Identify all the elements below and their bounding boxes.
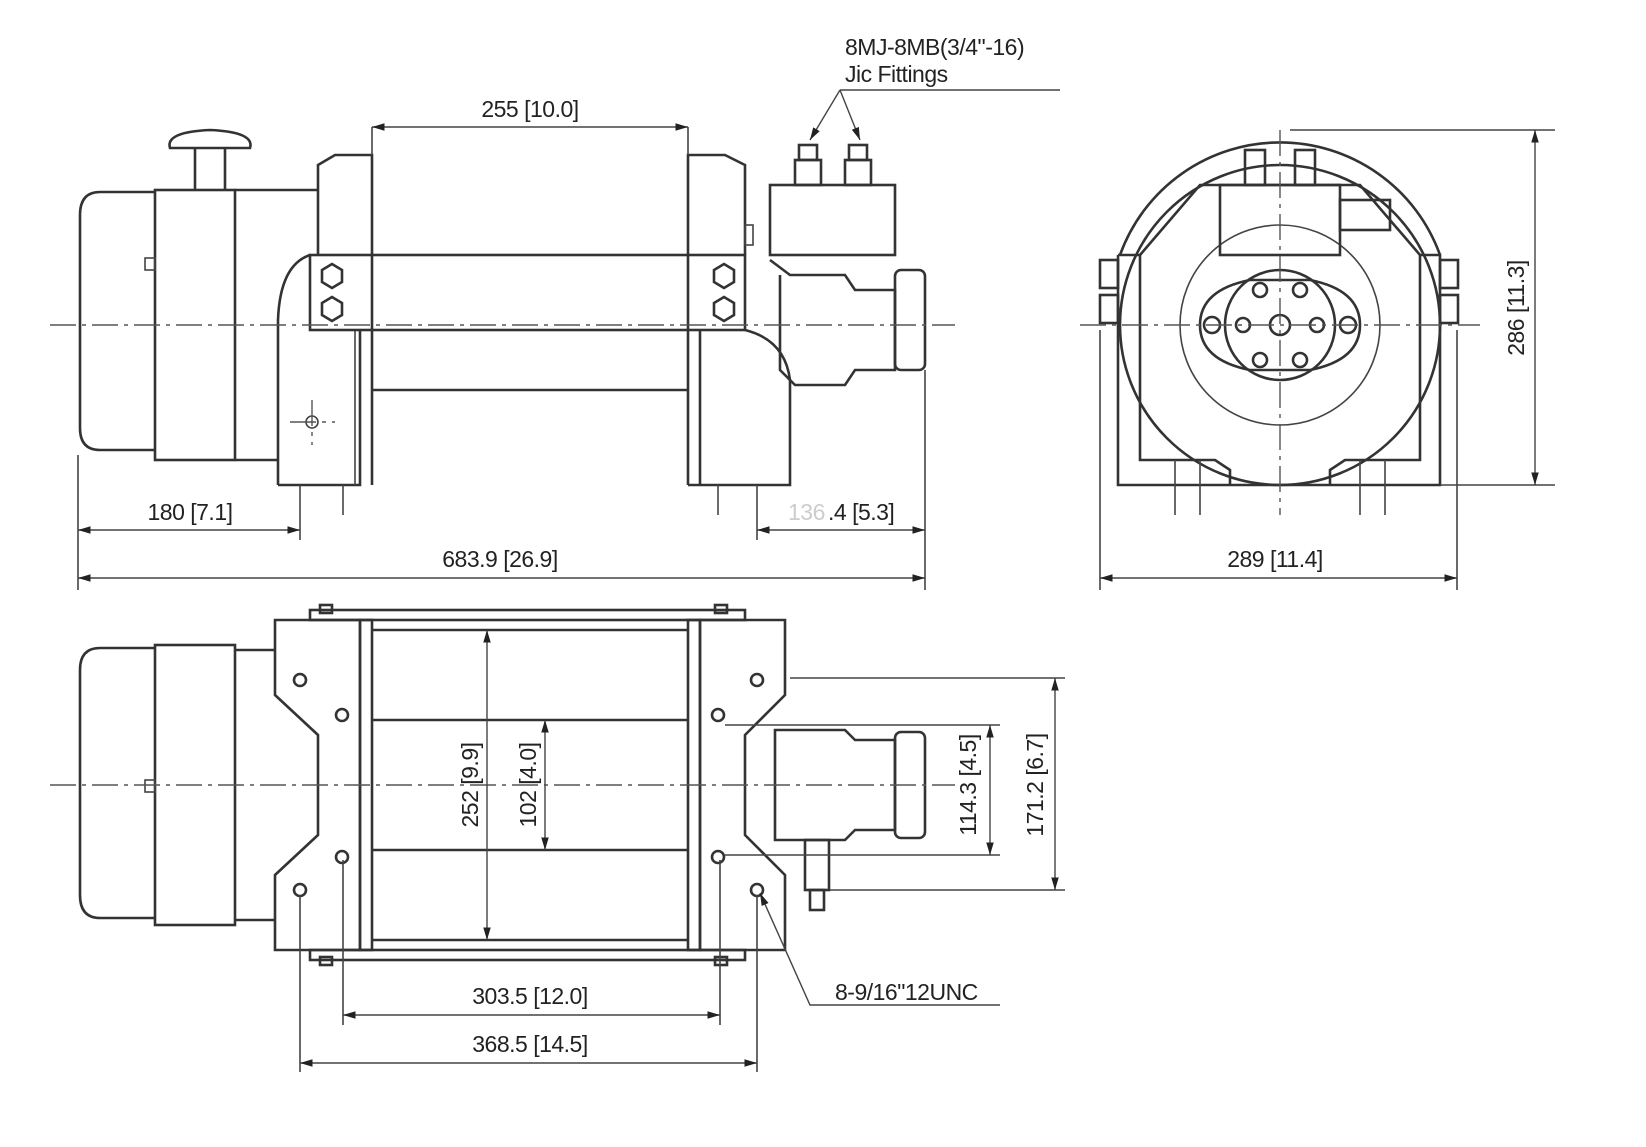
mount-to-motor-dimension: .4 [5.3] xyxy=(828,499,894,525)
motor-flange xyxy=(1198,278,1362,372)
fittings-callout-line2: Jic Fittings xyxy=(845,61,948,87)
jic-fitting-icon xyxy=(793,143,873,187)
clutch-handle-icon xyxy=(168,128,252,190)
inner-mount-length-dimension: 303.5 [12.0] xyxy=(472,983,588,1009)
inner-bolt-spacing-dimension: 114.3 [4.5] xyxy=(955,734,981,836)
left-end-bracket xyxy=(276,253,362,487)
end-view: 286 [11.3] 289 [11.4] xyxy=(1080,129,1555,590)
right-end-bracket xyxy=(686,153,792,487)
drum-diameter-dimension: 102 [4.0] xyxy=(515,742,541,827)
motor-to-mount-dimension: 180 [7.1] xyxy=(147,499,232,525)
drum-top xyxy=(372,628,688,942)
tie-bar xyxy=(308,253,747,332)
mount-to-motor-dimension-faint: 136 xyxy=(788,499,825,525)
top-view: 252 [9.9] 102 [4.0] 114.3 [4.5] 171.2 [6… xyxy=(50,603,1065,1072)
drum-length-dimension: 255 [10.0] xyxy=(481,96,578,122)
mount-bolt-icon xyxy=(292,672,765,898)
valve-block xyxy=(768,183,897,257)
top-motor xyxy=(773,728,897,842)
outer-mount-length-dimension: 368.5 [14.5] xyxy=(472,1031,588,1057)
side-view: 255 [10.0] 180 [7.1] 136 .4 [5.3] 683.9 … xyxy=(50,34,1060,590)
height-dimension: 286 [11.3] xyxy=(1503,260,1529,356)
fittings-callout-line1: 8MJ-8MB(3/4"-16) xyxy=(845,34,1024,60)
width-dimension: 289 [11.4] xyxy=(1227,546,1323,572)
overall-length-dimension: 683.9 [26.9] xyxy=(442,546,558,572)
outer-bolt-spacing-dimension: 171.2 [6.7] xyxy=(1022,733,1048,836)
bolt-callout: 8-9/16"12UNC xyxy=(835,979,978,1005)
motor-cap xyxy=(78,190,155,452)
flange-span-dimension: 252 [9.9] xyxy=(457,742,483,827)
hydraulic-motor xyxy=(769,258,897,387)
